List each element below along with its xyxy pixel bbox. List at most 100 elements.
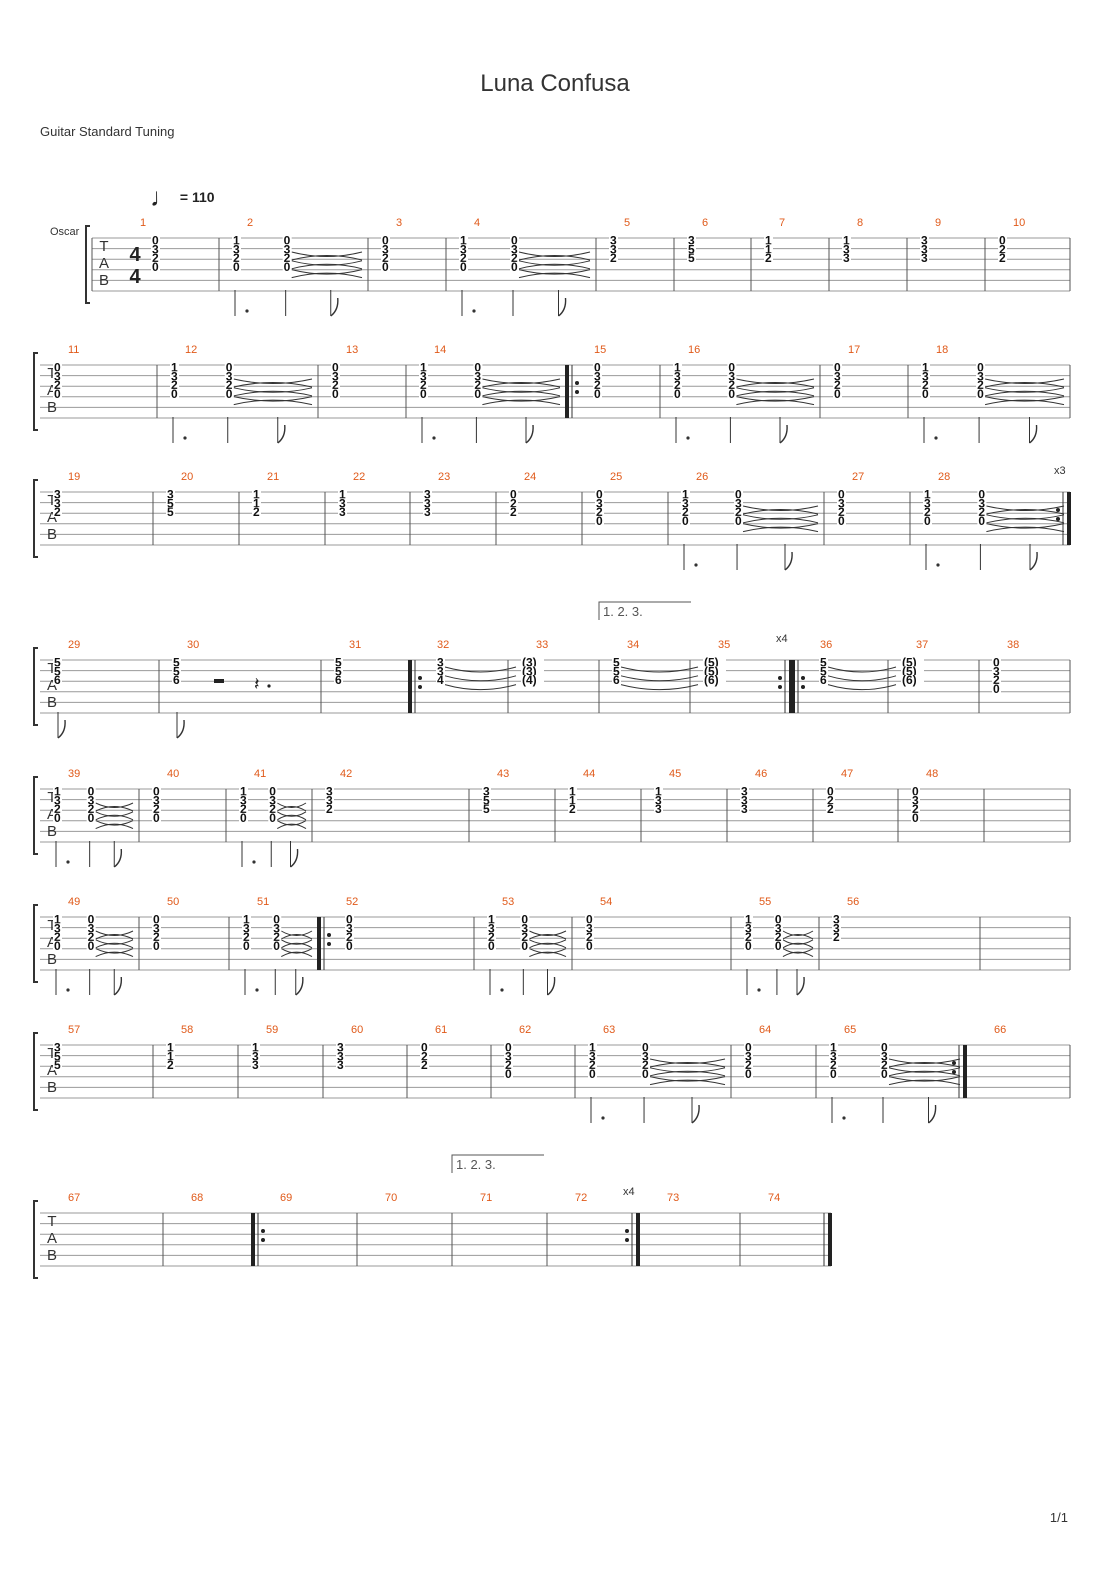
chord: 133 bbox=[842, 234, 851, 265]
tab-clef-letter: B bbox=[47, 1247, 57, 1264]
fret-number: 0 bbox=[674, 387, 681, 401]
fret-number: 0 bbox=[735, 514, 742, 528]
fret-number: (3) bbox=[522, 664, 537, 678]
eighth-flag-icon bbox=[295, 976, 304, 996]
tab-clef-letter: B bbox=[47, 399, 57, 416]
tie-arc bbox=[529, 948, 567, 954]
tie-arc bbox=[986, 514, 1065, 520]
fret-number: 2 bbox=[745, 1058, 752, 1072]
fret-number: 1 bbox=[253, 488, 260, 502]
fret-number: 0 bbox=[586, 913, 593, 927]
measure: 15 bbox=[565, 344, 606, 418]
fret-number: 3 bbox=[922, 369, 929, 383]
tie-arc bbox=[986, 505, 1065, 511]
fret-number: 3 bbox=[741, 785, 748, 799]
fret-number: 2 bbox=[269, 802, 276, 816]
tie-arc bbox=[518, 255, 591, 261]
fret-number: 6 bbox=[173, 673, 180, 687]
measure-number: 28 bbox=[938, 471, 950, 483]
chord: 112 bbox=[568, 785, 577, 816]
fret-number: 3 bbox=[424, 505, 431, 519]
fret-number: 3 bbox=[912, 793, 919, 807]
chord: 556 bbox=[612, 656, 621, 687]
tie-arc bbox=[782, 951, 814, 958]
fret-number: 3 bbox=[589, 1049, 596, 1063]
quarter-note-icon: ♩ bbox=[150, 182, 176, 212]
fret-number: 2 bbox=[682, 505, 689, 519]
fret-number: 0 bbox=[881, 1067, 888, 1081]
fret-number: 2 bbox=[474, 378, 481, 392]
fret-number: 2 bbox=[233, 251, 240, 265]
measure-number: 1 bbox=[140, 217, 146, 229]
tie-arc bbox=[620, 666, 699, 673]
fret-number: 3 bbox=[511, 242, 518, 256]
measure-number: 57 bbox=[68, 1024, 80, 1036]
repeat-dot bbox=[625, 1229, 629, 1233]
fret-number: (6) bbox=[704, 673, 719, 687]
measure-number: 14 bbox=[434, 344, 446, 356]
fret-number: 2 bbox=[977, 378, 984, 392]
tie-arc bbox=[518, 251, 591, 257]
fret-number: 5 bbox=[688, 242, 695, 256]
fret-number: 3 bbox=[152, 242, 159, 256]
eighth-flag-icon bbox=[113, 976, 123, 996]
chord: 133 bbox=[251, 1041, 260, 1072]
eighth-flag-icon bbox=[784, 551, 793, 571]
measure-number: 26 bbox=[696, 471, 708, 483]
measure-number: 49 bbox=[68, 896, 80, 908]
chord: (5)(5)(6) bbox=[901, 656, 924, 687]
fret-number: 1 bbox=[569, 785, 576, 799]
measure-number: 53 bbox=[502, 896, 514, 908]
repeat-count: x4 bbox=[776, 633, 788, 645]
fret-number: 3 bbox=[54, 488, 61, 502]
track-name: Oscar bbox=[50, 226, 80, 238]
fret-number: 1 bbox=[252, 1041, 259, 1055]
tab-clef-letter: B bbox=[47, 526, 57, 543]
measure: 14 bbox=[434, 344, 446, 356]
measure: 47 bbox=[841, 768, 853, 780]
fret-number: 3 bbox=[337, 1041, 344, 1055]
fret-number: 3 bbox=[674, 369, 681, 383]
tab-clef-letter: T bbox=[47, 365, 56, 382]
measure: 11 bbox=[68, 344, 79, 356]
fret-number: 0 bbox=[273, 913, 280, 927]
fret-number: 0 bbox=[460, 260, 467, 274]
chord: 556 bbox=[172, 656, 181, 687]
tie-arc bbox=[95, 820, 134, 826]
measure-number: 71 bbox=[480, 1192, 492, 1204]
tempo-value: = 110 bbox=[179, 189, 215, 205]
measure-number: 20 bbox=[181, 471, 193, 483]
tab-clef-letter: B bbox=[99, 272, 109, 289]
fret-number: 0 bbox=[838, 514, 845, 528]
tie-arc bbox=[782, 948, 814, 954]
tie-arc bbox=[984, 378, 1065, 384]
tie-arc bbox=[233, 378, 313, 384]
fret-number: 2 bbox=[346, 930, 353, 944]
fret-number: 3 bbox=[610, 234, 617, 248]
tab-clef-letter: A bbox=[47, 1230, 57, 1247]
fret-number: 0 bbox=[521, 913, 528, 927]
fret-number: 2 bbox=[253, 505, 260, 519]
fret-number: 0 bbox=[332, 361, 339, 375]
measure: 26 bbox=[696, 471, 708, 483]
fret-number: 1 bbox=[488, 913, 495, 927]
page-number: 1/1 bbox=[1049, 1510, 1068, 1525]
fret-number: 2 bbox=[596, 505, 603, 519]
repeat-dot bbox=[327, 942, 331, 946]
fret-number: 2 bbox=[284, 251, 291, 265]
fret-number: 3 bbox=[54, 369, 61, 383]
measure-number: 38 bbox=[1007, 639, 1019, 651]
tie-arc bbox=[95, 939, 134, 945]
fret-number: (5) bbox=[704, 656, 719, 670]
tie-arc bbox=[736, 387, 815, 393]
fret-number: 1 bbox=[569, 793, 576, 807]
fret-number: 0 bbox=[745, 1067, 752, 1081]
eighth-flag-icon bbox=[928, 1104, 937, 1124]
